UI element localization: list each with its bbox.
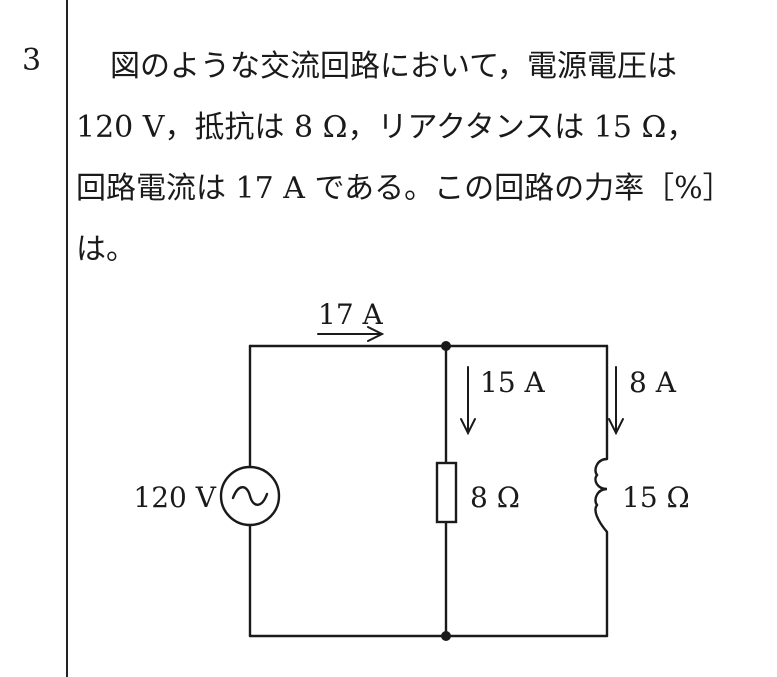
resistance-label: 8 Ω (470, 481, 520, 514)
question-line-3: 回路電流は 17 A である。この回路の力率［%］ (76, 171, 733, 206)
total-current-label: 17 A (318, 298, 384, 331)
inductor-icon (594, 457, 608, 533)
reactance-label: 15 Ω (622, 481, 690, 514)
current-arrow-resistor (460, 366, 476, 436)
question-number: 3 (22, 43, 42, 78)
junction-top (441, 341, 451, 351)
question-line-2: 120 V，抵抗は 8 Ω，リアクタンスは 15 Ω， (76, 110, 697, 145)
source-voltage-label: 120 V (133, 481, 216, 514)
current-arrow-total (317, 326, 385, 342)
question-line-4: は。 (76, 232, 136, 267)
resistor-current-label: 15 A (480, 366, 546, 399)
inductor-current-label: 8 A (629, 366, 677, 399)
resistor-icon (435, 461, 458, 524)
junction-bottom (441, 631, 451, 641)
question-text: 図のような交流回路において，電源電圧は 120 V，抵抗は 8 Ω，リアクタンス… (76, 36, 772, 280)
ac-source-icon (219, 465, 281, 527)
question-line-1: 図のような交流回路において，電源電圧は (110, 49, 677, 84)
current-arrow-inductor (608, 366, 624, 436)
margin-rule (66, 0, 68, 677)
